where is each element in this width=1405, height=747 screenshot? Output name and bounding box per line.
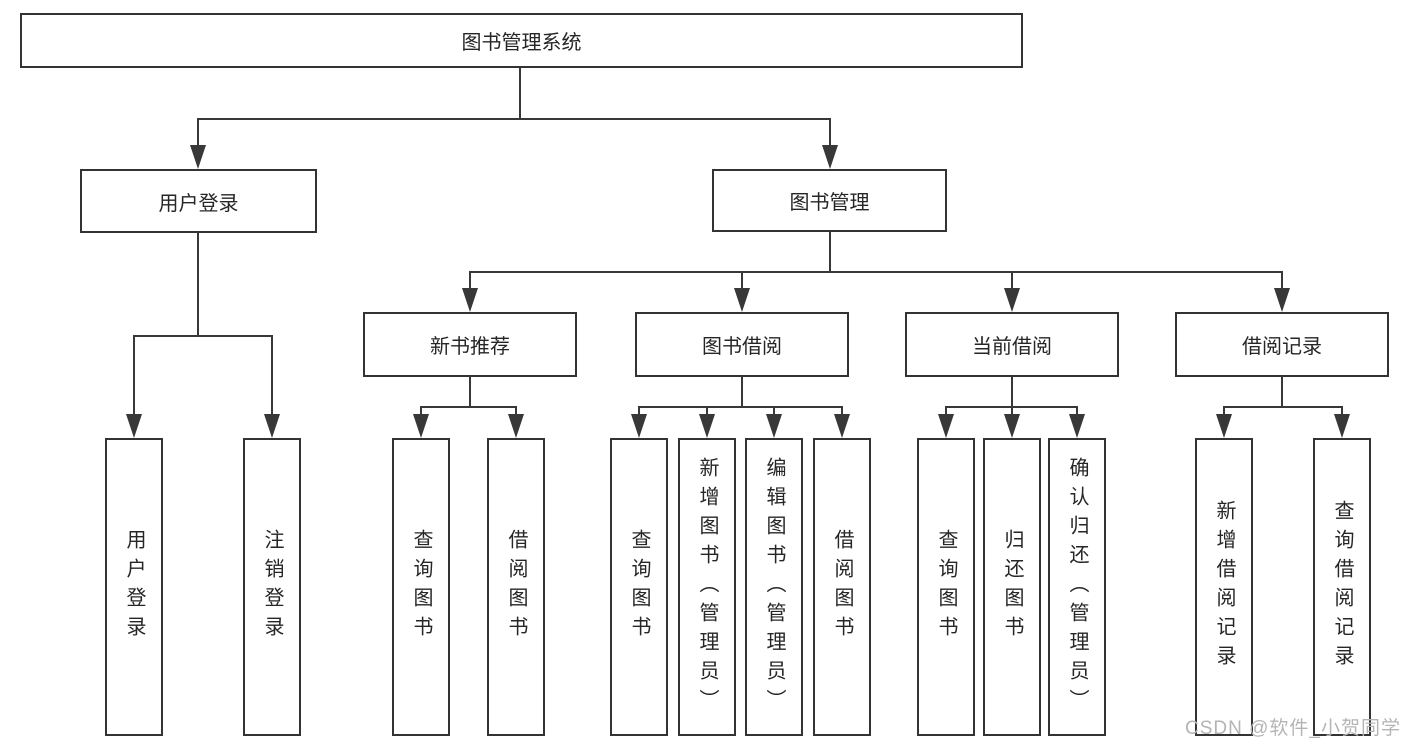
connector-leaf-split [1224,406,1343,408]
connector-book-mgmt-down [829,232,831,271]
arrow-down-icon [938,414,954,438]
arrow-down-icon [822,145,838,169]
node-library-management-system: 图书管理系统 [20,13,1023,68]
leaf-label: 查询图书 [935,529,957,645]
leaf-label: 借阅图书 [831,529,853,645]
leaf-confirm-return-admin: 确认归还（管理员） [1048,438,1106,736]
arrow-down-icon [1004,288,1020,312]
arrow-down-icon [190,145,206,169]
connector-leaf-stem [706,406,708,418]
leaf-user-login: 用户登录 [105,438,163,736]
leaf-label: 新增借阅记录 [1213,500,1235,674]
connector-l3-down [1011,377,1013,406]
connector-leaf-stem [1011,406,1013,418]
arrow-down-icon [631,414,647,438]
arrow-down-icon [1004,414,1020,438]
leaf-label: 新增图书（管理员） [696,456,718,718]
connector-book-mgmt-stem [829,118,831,147]
connector-leaf-stem [1076,406,1078,418]
connector-l3-down [741,377,743,406]
leaf-return-books: 归还图书 [983,438,1041,736]
arrow-down-icon [1069,414,1085,438]
node-book-management: 图书管理 [712,169,947,232]
connector-l3-down [469,377,471,406]
leaf-label: 查询图书 [410,529,432,645]
leaf-logout: 注销登录 [243,438,301,736]
leaf-label: 借阅图书 [505,529,527,645]
arrow-down-icon [1216,414,1232,438]
node-label: 当前借阅 [972,336,1052,358]
connector-l3-stem [1011,271,1013,290]
node-label: 图书借阅 [702,336,782,358]
arrow-down-icon [508,414,524,438]
leaf-add-books-admin: 新增图书（管理员） [678,438,736,736]
connector-l3-down [1281,377,1283,406]
connector-leaf-stem [1223,406,1225,418]
connector-leaf-stem [420,406,422,418]
leaf-label: 编辑图书（管理员） [763,456,785,718]
leaf-query-books-borrowing: 查询图书 [610,438,668,736]
leaf-label: 注销登录 [261,529,283,645]
leaf-query-books-current: 查询图书 [917,438,975,736]
node-new-book-recommend: 新书推荐 [363,312,577,377]
connector-user-login-stem [197,118,199,147]
node-label: 新书推荐 [430,336,510,358]
connector-root-stem [519,68,521,118]
arrow-down-icon [766,414,782,438]
leaf-label: 查询图书 [628,529,650,645]
arrow-down-icon [413,414,429,438]
connector-l3-stem [741,271,743,290]
arrow-down-icon [1274,288,1290,312]
leaf-borrow-books-recommend: 借阅图书 [487,438,545,736]
leaf-label: 确认归还（管理员） [1066,456,1088,718]
arrow-down-icon [126,414,142,438]
connector-leaf-stem [271,335,273,416]
node-borrowing-records: 借阅记录 [1175,312,1389,377]
connector-user-login-split [133,335,273,337]
connector-leaf-split [421,406,517,408]
arrow-down-icon [734,288,750,312]
leaf-label: 用户登录 [123,529,145,645]
node-label: 图书管理系统 [461,32,582,54]
arrow-down-icon [1334,414,1350,438]
leaf-edit-books-admin: 编辑图书（管理员） [745,438,803,736]
node-user-login: 用户登录 [80,169,317,233]
node-label: 用户登录 [158,192,239,215]
arrow-down-icon [834,414,850,438]
connector-leaf-stem [841,406,843,418]
connector-leaf-stem [515,406,517,418]
connector-leaf-stem [945,406,947,418]
connector-level2-split [197,118,831,120]
csdn-watermark: CSDN @软件_小贺同学 [1185,718,1401,739]
connector-l3-stem [1281,271,1283,290]
connector-l3-stem [469,271,471,290]
leaf-borrow-books-borrowing: 借阅图书 [813,438,871,736]
connector-user-login-down [197,233,199,335]
node-label: 借阅记录 [1242,336,1322,358]
node-book-borrowing: 图书借阅 [635,312,849,377]
connector-leaf-stem [133,335,135,416]
leaf-add-borrow-record: 新增借阅记录 [1195,438,1253,736]
arrow-down-icon [264,414,280,438]
leaf-label: 查询借阅记录 [1331,500,1353,674]
node-current-borrowing: 当前借阅 [905,312,1119,377]
connector-level3-split [470,271,1282,273]
connector-leaf-stem [1341,406,1343,418]
leaf-label: 归还图书 [1001,529,1023,645]
arrow-down-icon [462,288,478,312]
leaf-query-borrow-record: 查询借阅记录 [1313,438,1371,736]
connector-leaf-split [639,406,842,408]
connector-leaf-stem [773,406,775,418]
node-label: 图书管理 [789,192,870,214]
leaf-query-books-recommend: 查询图书 [392,438,450,736]
connector-leaf-stem [638,406,640,418]
arrow-down-icon [699,414,715,438]
